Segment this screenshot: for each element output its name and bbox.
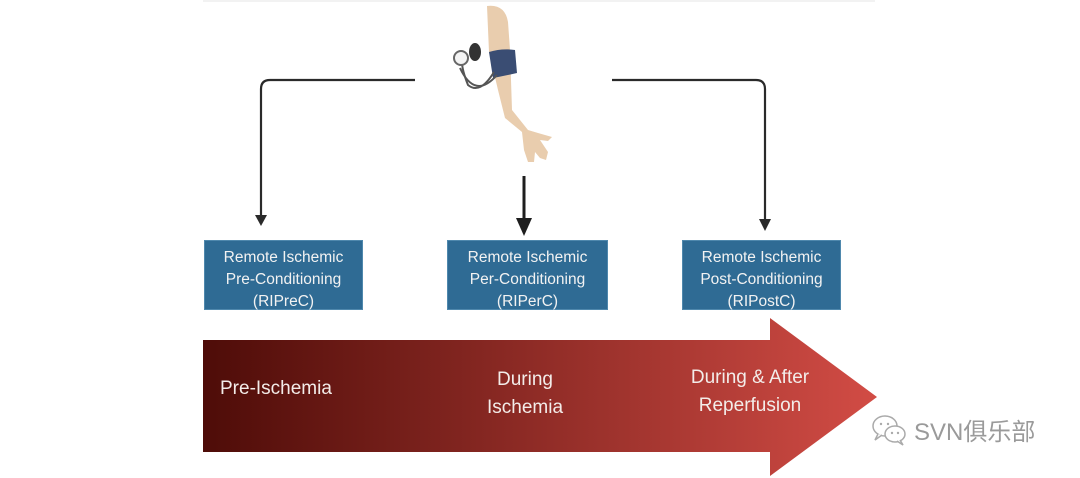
- phase-during-ischemia-line1: During: [497, 369, 553, 390]
- phase-reperfusion-line2: Reperfusion: [698, 395, 802, 416]
- gauge-icon: [453, 50, 469, 66]
- arm: [487, 5, 552, 162]
- phase-pre-ischemia: Pre-Ischemia: [210, 375, 370, 403]
- phase-during-ischemia: During Ischemia: [445, 366, 605, 422]
- cuff-tube: [461, 61, 495, 89]
- arm-cuff-illustration: [453, 5, 552, 162]
- phase-reperfusion-line1: During & After: [690, 367, 810, 388]
- box-ripost-line2: Post-Conditioning: [700, 271, 823, 288]
- bulb-icon: [469, 43, 481, 61]
- phase-during-ischemia-line2: Ischemia: [486, 397, 564, 418]
- box-ripre-line1: Remote Ischemic: [223, 249, 344, 266]
- box-ripre-abbr: (RIPreC): [252, 293, 315, 310]
- connector-pre: [259, 78, 415, 218]
- box-riper: Remote Ischemic Per-Conditioning (RIPerC…: [447, 240, 608, 310]
- box-riper-line1: Remote Ischemic: [467, 249, 588, 266]
- box-ripost-line1: Remote Ischemic: [701, 249, 822, 266]
- bp-cuff: [489, 49, 517, 78]
- timeline-arrow: [203, 318, 877, 476]
- connector-per-arrowhead: [516, 218, 532, 236]
- watermark: SVN俱乐部: [870, 412, 1035, 447]
- connector-post-arrowhead: [759, 219, 771, 231]
- wechat-icon: [872, 414, 906, 446]
- phase-reperfusion: During & After Reperfusion: [665, 364, 835, 420]
- connector-pre-arrowhead: [255, 215, 267, 226]
- box-ripre-line2: Pre-Conditioning: [225, 271, 342, 288]
- cuff-tube-2: [459, 67, 498, 87]
- box-riper-line2: Per-Conditioning: [469, 271, 586, 288]
- connector-post: [612, 78, 767, 222]
- watermark-text: SVN俱乐部: [914, 419, 1036, 446]
- box-ripost: Remote Ischemic Post-Conditioning (RIPos…: [682, 240, 841, 310]
- box-riper-abbr: (RIPerC): [496, 293, 559, 310]
- box-ripost-abbr: (RIPostC): [727, 293, 796, 310]
- top-border: [203, 0, 875, 2]
- phase-pre-ischemia-line1: Pre-Ischemia: [220, 378, 332, 399]
- box-ripre: Remote Ischemic Pre-Conditioning (RIPreC…: [204, 240, 363, 310]
